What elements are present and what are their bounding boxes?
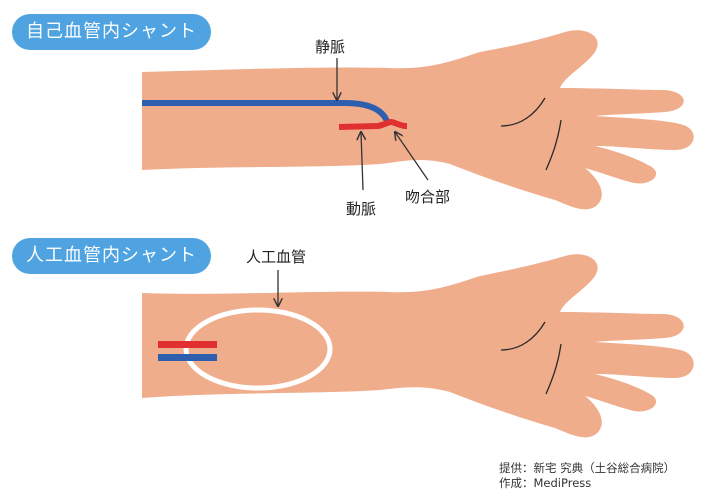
artery-line [338,118,407,130]
arm-upper [142,30,694,210]
arm-lower [142,254,694,438]
credit-creator: 作成：MediPress [499,476,592,490]
label-graft: 人工血管 [246,248,307,266]
vein-line [142,100,391,126]
panel-title-autologous: 自己血管内シャント [12,14,211,50]
artery-stub [158,341,217,348]
label-artery: 動脈 [346,200,377,218]
label-anastomosis: 吻合部 [405,188,451,206]
vein-stub [158,354,217,361]
panel-title-graft: 人工血管内シャント [12,238,211,274]
label-vein: 静脈 [315,38,346,56]
graft-loop [183,307,333,391]
credit-provider: 提供：新宅 究典（土谷総合病院） [499,461,676,475]
